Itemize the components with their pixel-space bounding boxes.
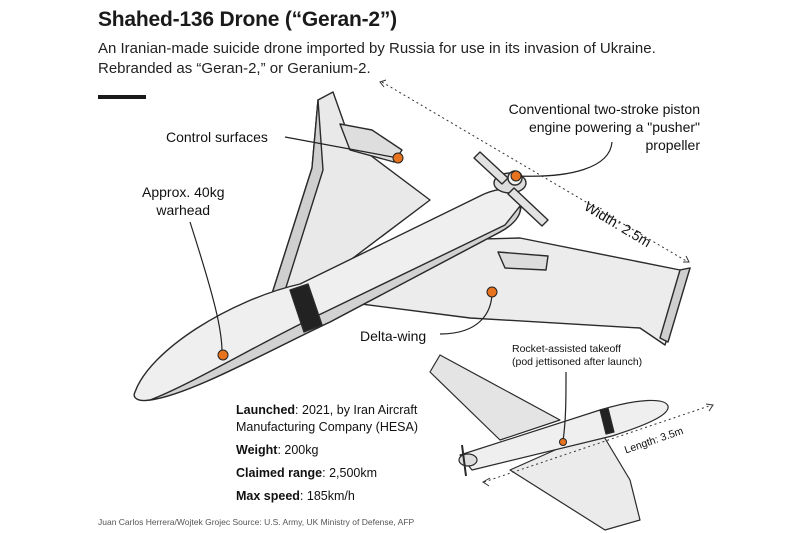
spec-launched: Launched: 2021, by Iran Aircraft [236, 403, 418, 417]
right-elevon [497, 251, 549, 271]
leader-engine [517, 141, 613, 177]
warhead-band [289, 283, 323, 333]
propeller-blade-lower [507, 187, 549, 227]
subtitle-line-1: An Iranian-made suicide drone imported b… [98, 40, 656, 57]
label-warhead: Approx. 40kg warhead [142, 183, 225, 219]
main-drone [133, 91, 691, 402]
label-rocket-line-1: Rocket-assisted takeoff [512, 343, 621, 355]
label-rocket-line-2: (pod jettisoned after launch) [512, 356, 643, 368]
spec-weight: Weight: 200kg [236, 443, 319, 457]
label-warhead-line-1: Approx. 40kg [142, 184, 225, 200]
spec-speed: Max speed: 185km/h [236, 489, 355, 503]
label-rocket: Rocket-assisted takeoff (pod jettisoned … [512, 343, 642, 369]
marker-warhead [217, 349, 229, 361]
callout-leaders [189, 136, 613, 442]
leader-rocket [562, 371, 567, 442]
spec-launched-cont: Manufacturing Company (HESA) [236, 420, 419, 434]
leader-delta-wing [439, 291, 493, 335]
subtitle-line-2: Rebranded as “Geran-2,” or Geranium-2. [98, 60, 371, 77]
small-drone-upper-wing [429, 354, 561, 441]
label-engine-line-1: Conventional two-stroke piston [508, 101, 700, 117]
specs-block: Launched: 2021, by Iran Aircraft Manufac… [236, 402, 418, 505]
page-title: Shahed-136 Drone (“Geran-2”) [98, 8, 397, 31]
marker-rocket [559, 438, 567, 446]
length-dimension [482, 403, 714, 487]
source-credit: Juan Carlos Herrera/Wojtek Grojec Source… [98, 517, 415, 527]
marker-control-surfaces [392, 152, 404, 164]
callout-markers [217, 152, 567, 446]
small-drone-propeller [461, 444, 467, 477]
label-delta-wing: Delta-wing [360, 328, 427, 344]
title-rule [98, 95, 146, 99]
small-drone-engine [458, 453, 478, 467]
marker-engine [510, 170, 522, 182]
label-engine-line-2: engine powering a "pusher" [528, 119, 700, 135]
label-control-surfaces: Control surfaces [166, 129, 268, 145]
marker-delta-wing [486, 286, 498, 298]
label-warhead-line-2: warhead [156, 202, 211, 218]
leader-control-surfaces [284, 136, 399, 159]
label-engine: Conventional two-stroke piston engine po… [509, 100, 700, 154]
spec-range: Claimed range: 2,500km [236, 466, 378, 480]
propeller-blade-upper [473, 151, 509, 185]
leader-warhead [189, 221, 223, 353]
width-dimension [379, 79, 690, 263]
fuselage-shadow [149, 205, 522, 401]
label-engine-line-3: propeller [645, 137, 700, 153]
small-drone-band [599, 407, 615, 435]
main-drone-right-wing-tip [659, 267, 691, 343]
